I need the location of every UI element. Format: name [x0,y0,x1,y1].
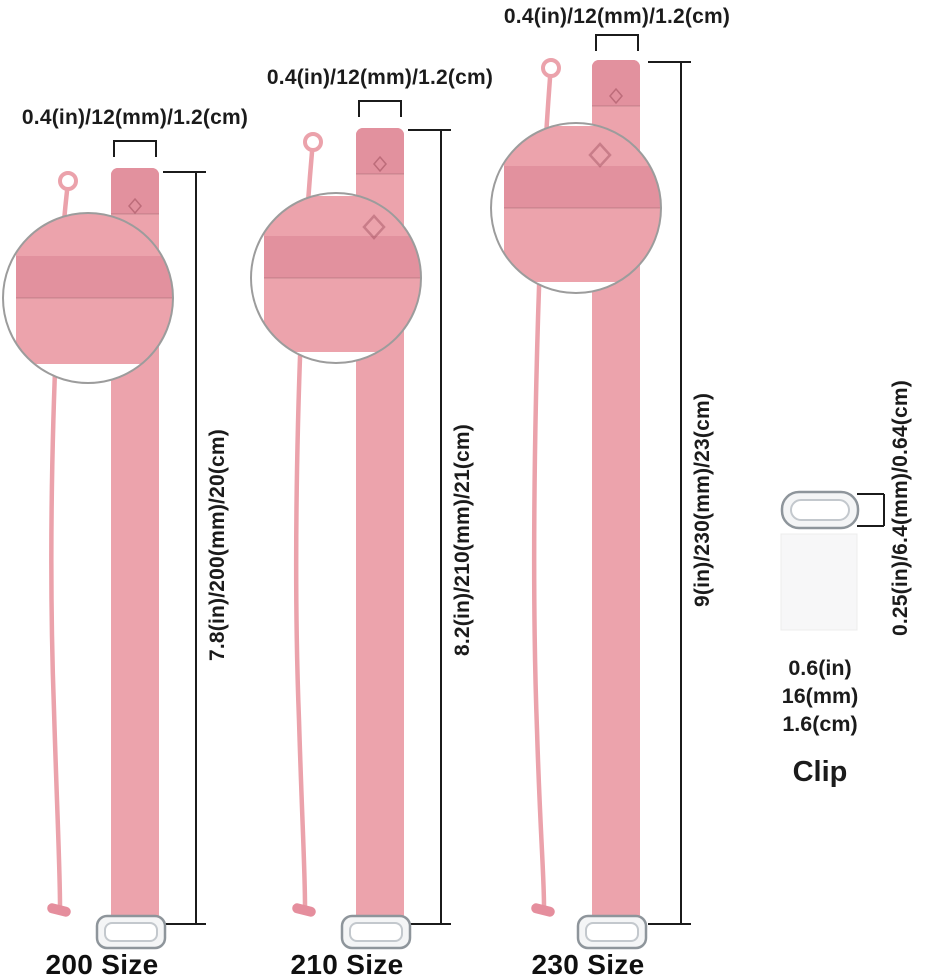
width-bracket-210 [358,100,402,117]
logo-diamond-icon [128,197,142,215]
strap-230-graphic [490,58,691,950]
length-dimension-label-230: 9(in)/230(mm)/23(cm) [691,392,714,608]
lanyard-ring [541,58,561,78]
zoom-detail-circle-210 [250,192,422,364]
width-dimension-label-210: 0.4(in)/12(mm)/1.2(cm) [266,66,494,89]
lanyard-ring [58,171,78,191]
width-bracket-200 [113,140,157,157]
width-bracket-230 [595,34,639,51]
size-label-200: 200 Size [45,949,159,978]
cord-pin [47,903,71,917]
strap-top-tab [356,128,404,174]
clip-height-label: 0.25(in)/6.4(mm)/0.64(cm) [889,380,912,636]
strap-end-clip-230 [576,914,648,950]
clip-width-line-1: 0.6(in) [788,656,852,680]
clip-width-line-3: 1.6(cm) [782,712,858,736]
width-dimension-label-230: 0.4(in)/12(mm)/1.2(cm) [503,5,731,28]
cord-pin [531,903,555,917]
length-dimension-label-200: 7.8(in)/200(mm)/20(cm) [206,429,229,661]
clip-graphic [780,490,885,631]
length-dimension-210 [408,129,451,925]
strap-end-clip-200 [95,914,167,950]
strap-end-clip-210 [340,914,412,950]
zoom-detail-circle-230 [490,122,662,294]
length-dimension-label-210: 8.2(in)/210(mm)/21(cm) [451,424,474,656]
logo-diamond-icon [609,87,623,105]
length-dimension-230 [648,61,691,925]
strap-200-graphic [2,168,206,950]
clip-width-line-2: 16(mm) [781,684,859,708]
strap-210-graphic [250,128,451,950]
length-dimension-200 [163,171,206,925]
strap-top-tab [592,60,640,106]
clip-shadow-box [780,533,858,631]
clip-title: Clip [792,756,848,788]
strap-top-tab [111,168,159,214]
width-dimension-label-200: 0.4(in)/12(mm)/1.2(cm) [21,106,249,129]
clip-height-bracket [857,493,885,527]
logo-diamond-icon [373,155,387,173]
size-label-210: 210 Size [290,949,404,978]
zoom-detail-circle-200 [2,212,174,384]
lanyard-ring [303,132,323,152]
size-label-230: 230 Size [531,949,645,978]
cord-pin [292,903,316,917]
